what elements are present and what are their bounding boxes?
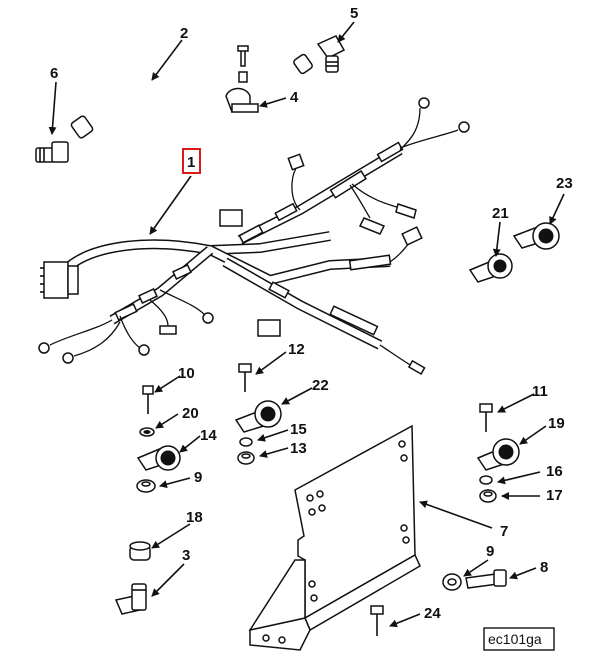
- callout-4: 4: [290, 89, 299, 106]
- callout-14: 14: [200, 427, 217, 444]
- elbow-fitting-3: [114, 583, 147, 615]
- wiring-harness: [38, 97, 470, 375]
- callout-2: 2: [180, 25, 188, 42]
- nut-9b: [442, 573, 462, 591]
- callout-9a: 9: [194, 469, 202, 486]
- callout-18: 18: [186, 509, 203, 526]
- callout-12: 12: [288, 341, 305, 358]
- washer-15: [239, 437, 253, 447]
- callout-22: 22: [312, 377, 329, 394]
- callout-20: 20: [182, 405, 199, 422]
- bolt-8: [465, 569, 507, 589]
- callout-23: 23: [556, 175, 573, 192]
- hose-clamp-4: [225, 45, 259, 113]
- callout-9b: 9: [486, 543, 494, 560]
- hose-assembly: [70, 53, 313, 139]
- callout-3: 3: [182, 547, 190, 564]
- drawing-code: ec101ga: [488, 631, 542, 647]
- screw-10: [142, 385, 154, 414]
- screw-24: [370, 605, 384, 636]
- straight-fitting-6: [35, 141, 69, 163]
- clamp-14: [136, 445, 181, 471]
- callout-15: 15: [290, 421, 307, 438]
- callout-6: 6: [50, 65, 58, 82]
- callout-24: 24: [424, 605, 441, 622]
- callout-1: 1: [187, 154, 195, 171]
- callout-10: 10: [178, 365, 195, 382]
- mounting-bracket-7: [248, 424, 421, 651]
- nut-9a: [136, 479, 156, 493]
- callout-7: 7: [500, 523, 508, 540]
- callout-16: 16: [546, 463, 563, 480]
- callout-17: 17: [546, 487, 563, 504]
- spacer-18: [129, 541, 151, 561]
- clamp-21: [468, 253, 513, 283]
- nut-17: [479, 489, 497, 503]
- washer-20: [139, 427, 155, 437]
- clamp-22: [234, 400, 282, 433]
- callout-11: 11: [532, 383, 548, 400]
- callout-8: 8: [540, 559, 548, 576]
- clamp-23: [512, 222, 560, 250]
- callout-1-highlight-box: [182, 148, 201, 174]
- callout-19: 19: [548, 415, 565, 432]
- elbow-fitting-5: [316, 35, 346, 73]
- drawing-code-box: [483, 627, 555, 651]
- screw-12: [238, 363, 252, 392]
- callout-13: 13: [290, 440, 307, 457]
- clamp-19: [476, 438, 520, 471]
- callout-21: 21: [492, 205, 509, 222]
- leader-lines: [48, 21, 565, 628]
- callout-5: 5: [350, 5, 358, 22]
- nut-13: [237, 451, 255, 465]
- screw-11: [479, 403, 493, 432]
- washer-16: [479, 475, 493, 485]
